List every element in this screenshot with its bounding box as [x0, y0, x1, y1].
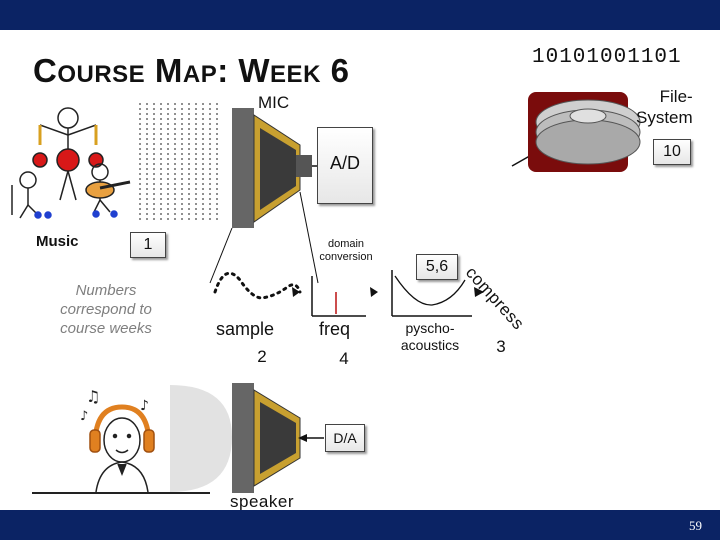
svg-text:♪: ♪	[140, 398, 149, 414]
psychoacoustics-plot	[391, 270, 472, 317]
music-label: Music	[36, 233, 79, 250]
week-2-badge: 2	[246, 343, 278, 371]
svg-text:♫: ♫	[86, 387, 100, 406]
sound-wave-texture	[140, 105, 142, 220]
domain-conversion-label: domain conversion	[319, 238, 373, 263]
band-illustration	[11, 107, 131, 219]
binary-data-label: 10101001101	[532, 46, 682, 69]
da-converter-box: D/A	[325, 424, 365, 452]
week-4-badge: 4	[328, 345, 360, 373]
speaker-label: speaker	[230, 492, 294, 511]
sound-wave-lines	[139, 103, 218, 222]
sample-waveform	[213, 271, 302, 300]
mic-label: MIC	[258, 93, 290, 112]
mic-speaker-illustration	[232, 108, 312, 228]
week-3-badge: 3	[485, 333, 517, 361]
ad-converter-box: A/D	[317, 127, 373, 204]
sample-label: sample	[216, 319, 275, 339]
listener-illustration: ♫ ♪ ♪	[32, 387, 210, 494]
week-10-badge: 10	[653, 139, 691, 165]
course-weeks-note: Numbers correspond to course weeks	[60, 282, 152, 337]
week-5-6-badge: 5,6	[416, 254, 458, 280]
slide-title: COURSE MAP: WEEK 6	[33, 52, 350, 89]
bottom-bar	[0, 510, 720, 540]
svg-text:♪: ♪	[80, 409, 88, 424]
filesystem-label: File- System	[636, 87, 693, 127]
hard-drive-illustration	[528, 92, 641, 172]
top-bar	[0, 0, 720, 30]
week-1-badge: 1	[130, 232, 166, 258]
freq-label: freq	[319, 319, 351, 339]
freq-plot	[311, 276, 366, 317]
output-speaker-illustration	[170, 383, 301, 493]
page-number: 59	[689, 518, 702, 533]
psychoacoustics-label: pyscho- acoustics	[400, 320, 460, 353]
